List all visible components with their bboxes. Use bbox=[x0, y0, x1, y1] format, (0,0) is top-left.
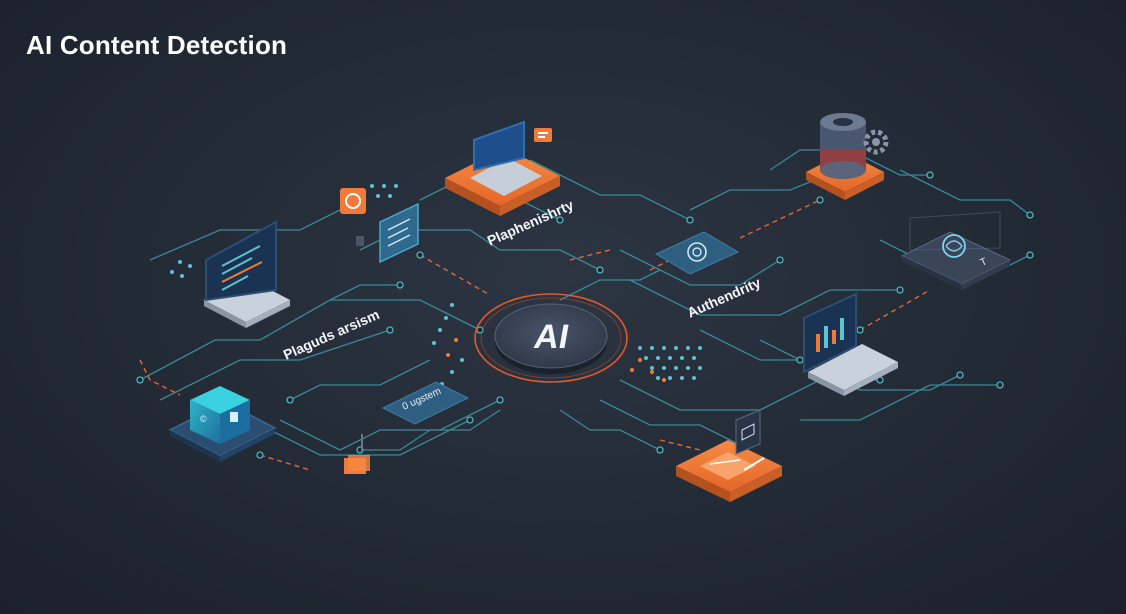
small-card: 0 ugstem bbox=[381, 381, 470, 425]
cube-platform-icon: © bbox=[168, 386, 277, 462]
doc-cluster-icon bbox=[340, 188, 419, 264]
hub-label: AI bbox=[531, 318, 572, 356]
data-dots bbox=[170, 184, 702, 386]
svg-text:©: © bbox=[200, 414, 207, 424]
connector-nodes bbox=[136, 166, 1034, 459]
document-platform-icon bbox=[676, 409, 782, 502]
laptop-left-icon bbox=[204, 220, 290, 328]
brain-chip-icon: T bbox=[900, 211, 1012, 290]
page-title: AI Content Detection bbox=[26, 30, 288, 60]
laptop-top-icon bbox=[445, 120, 560, 216]
orange-dots bbox=[446, 338, 666, 382]
security-card-icon bbox=[654, 231, 740, 275]
ai-hub: AI bbox=[474, 293, 628, 383]
database-icon bbox=[806, 113, 889, 200]
label-authenticity: Authendrity bbox=[685, 274, 763, 321]
svg-text:T: T bbox=[979, 256, 989, 269]
laptop-right-icon bbox=[803, 292, 898, 396]
orange-box-icon bbox=[344, 434, 370, 474]
label-plagiarism: Plaguds arsism bbox=[281, 306, 382, 363]
